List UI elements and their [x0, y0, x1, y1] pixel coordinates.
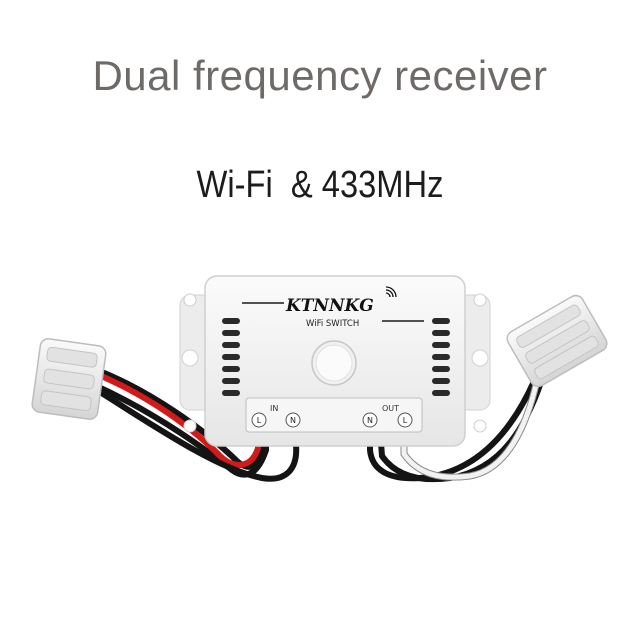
right-wire-connector-icon — [506, 294, 608, 388]
input-group-label: IN — [270, 404, 278, 413]
terminal-out-l: L — [397, 412, 413, 428]
left-wires — [89, 365, 300, 482]
model-label: WiFi SWITCH — [306, 319, 359, 329]
left-vents — [222, 318, 240, 396]
wifi-signal-icon — [385, 286, 397, 298]
push-button-icon — [311, 340, 357, 386]
product-illustration: KTNNKG WiFi SWITCH IN OUT L N N — [31, 275, 608, 483]
product-photo: KTNNKG WiFi SWITCH IN OUT L N N — [0, 250, 640, 510]
terminal-out-n: N — [362, 412, 378, 428]
left-wire-connector-icon — [31, 338, 107, 420]
right-vents — [432, 318, 450, 396]
terminal-in-n: N — [285, 412, 301, 428]
subhead: Wi-Fi & 433MHz — [196, 164, 444, 206]
headline: Dual frequency receiver — [92, 52, 548, 99]
svg-text:L: L — [403, 416, 408, 425]
right-wires — [367, 357, 551, 483]
brand-logo: KTNNKG — [285, 296, 374, 316]
svg-text:N: N — [367, 416, 373, 425]
output-group-label: OUT — [382, 404, 399, 413]
terminal-in-l: L — [251, 412, 267, 428]
svg-text:L: L — [257, 416, 262, 425]
svg-text:N: N — [290, 416, 296, 425]
